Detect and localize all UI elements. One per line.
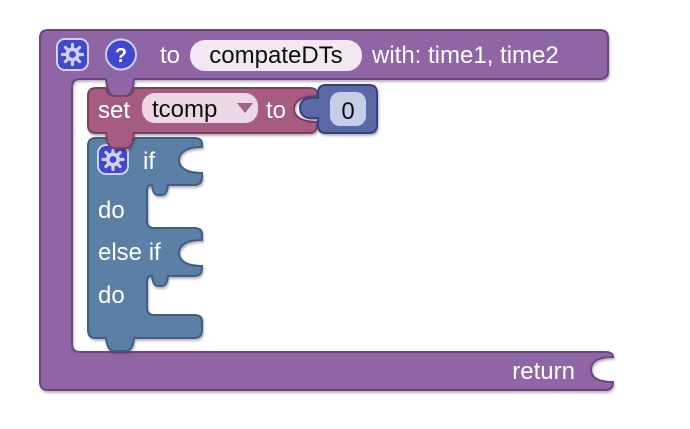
if-block-body[interactable]: [87, 137, 203, 352]
controls-if-block[interactable]: if do else if do: [87, 137, 203, 352]
procedure-name-field[interactable]: compateDTs: [190, 40, 362, 71]
help-button[interactable]: ?: [105, 38, 137, 71]
math-number-block[interactable]: 0: [298, 84, 378, 134]
if-do-label-2: do: [98, 282, 125, 309]
if-do-label-1: do: [98, 197, 125, 224]
variable-dropdown-text: tcomp: [152, 96, 217, 123]
set-to-label: to: [266, 97, 286, 124]
mutator-gear-button[interactable]: [56, 38, 89, 71]
procedure-name-text: compateDTs: [209, 42, 342, 69]
procedure-return-label: return: [512, 358, 575, 385]
help-question-glyph: ?: [115, 45, 127, 67]
number-value-field[interactable]: 0: [330, 92, 366, 126]
if-mutator-gear-button[interactable]: [97, 144, 129, 175]
procedure-block-body[interactable]: [39, 29, 615, 391]
dropdown-arrow-icon: [237, 103, 253, 113]
if-label: if: [143, 148, 155, 175]
number-value-text: 0: [341, 98, 354, 125]
variable-dropdown[interactable]: tcomp: [142, 93, 258, 123]
procedure-definition-block[interactable]: ? to compateDTs with: time1, time2 retur…: [39, 29, 615, 391]
procedure-to-label: to: [160, 42, 180, 69]
procedure-params-label: with: time1, time2: [371, 42, 559, 69]
if-elseif-label: else if: [98, 239, 161, 266]
set-label: set: [98, 97, 130, 124]
set-variable-block[interactable]: set tcomp to: [87, 87, 318, 149]
